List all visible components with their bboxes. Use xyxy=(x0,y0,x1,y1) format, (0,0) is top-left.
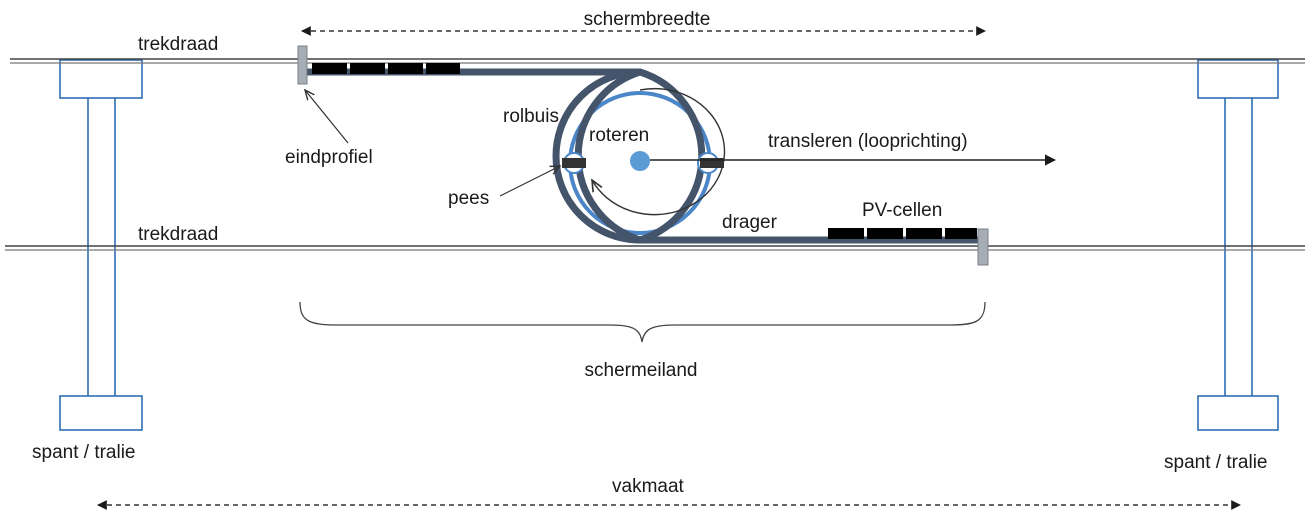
wire-top xyxy=(10,58,1305,64)
label-pv-cells: PV-cellen xyxy=(862,200,942,221)
pv-cells-bottom xyxy=(828,228,977,239)
label-rotate: roteren xyxy=(589,125,649,146)
label-truss-right: spant / tralie xyxy=(1164,452,1268,473)
end-profile-leader xyxy=(305,90,349,144)
label-end-profile: eindprofiel xyxy=(285,147,373,168)
roller-axle xyxy=(630,151,650,171)
tendon-leader xyxy=(499,166,560,197)
label-carrier: drager xyxy=(722,212,778,233)
label-truss-left: spant / tralie xyxy=(32,442,136,463)
end-profile-right xyxy=(977,228,989,266)
pv-cells-top xyxy=(312,63,460,74)
label-roller-tube: rolbuis xyxy=(503,106,559,127)
screen-island-brace xyxy=(299,301,986,343)
truss-right xyxy=(1197,59,1279,431)
label-bay-size: vakmaat xyxy=(612,476,685,497)
rotation-arrow-icon xyxy=(592,87,726,216)
tendon-left xyxy=(562,152,586,174)
label-wire-bottom: trekdraad xyxy=(138,224,218,245)
label-screen-width: schermbreedte xyxy=(584,9,711,30)
tendon-right xyxy=(697,152,724,174)
label-screen-island: schermeiland xyxy=(585,360,698,381)
label-translate: transleren (looprichting) xyxy=(768,131,968,152)
wire-bottom xyxy=(5,245,1305,251)
end-profile-left xyxy=(297,45,308,85)
label-tendon: pees xyxy=(448,188,489,209)
truss-left xyxy=(59,59,143,431)
label-wire-top: trekdraad xyxy=(138,34,218,55)
screen-carrier-lower xyxy=(552,68,982,244)
